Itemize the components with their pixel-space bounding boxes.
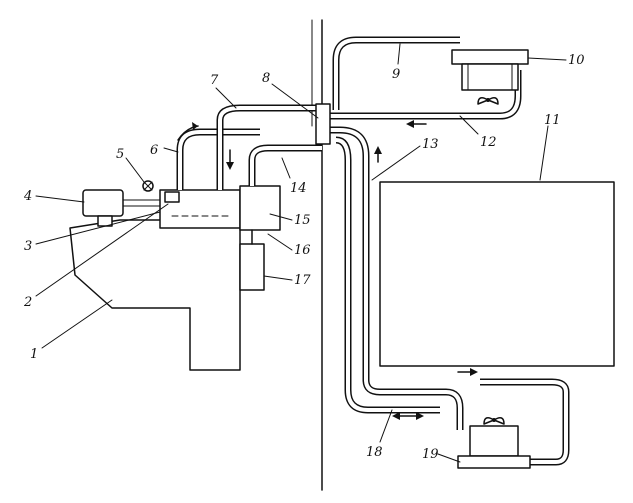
label-9: 9 xyxy=(392,67,400,82)
label-17: 17 xyxy=(294,273,311,288)
label-6: 6 xyxy=(150,143,158,158)
label-1: 1 xyxy=(30,347,38,362)
label-19: 19 xyxy=(422,447,439,462)
label-10: 10 xyxy=(568,53,585,68)
label-5: 5 xyxy=(116,147,124,162)
label-2: 2 xyxy=(23,295,32,310)
cooler-unit-10 xyxy=(451,49,529,105)
junction-block xyxy=(315,103,331,145)
label-13: 13 xyxy=(422,137,439,152)
label-3: 3 xyxy=(24,239,32,254)
flow-arrows xyxy=(177,120,478,420)
part-labels: 1 2 3 4 5 6 7 8 9 10 11 12 13 14 15 16 1… xyxy=(23,53,585,462)
label-18: 18 xyxy=(366,445,383,460)
machine-base xyxy=(69,219,241,371)
pipe-network xyxy=(176,36,570,466)
leader-lines xyxy=(35,43,567,463)
label-8: 8 xyxy=(262,71,270,86)
cooler-unit-19 xyxy=(457,417,531,469)
label-12: 12 xyxy=(480,135,497,150)
label-16: 16 xyxy=(294,243,311,258)
label-11: 11 xyxy=(544,113,561,128)
label-14: 14 xyxy=(290,181,307,196)
valve-symbol xyxy=(142,180,154,192)
oil-tank xyxy=(159,185,281,231)
label-4: 4 xyxy=(23,189,32,204)
motor-unit xyxy=(82,189,163,227)
label-15: 15 xyxy=(294,213,311,228)
label-7: 7 xyxy=(210,73,219,88)
pump-body xyxy=(239,229,265,291)
enclosure-11 xyxy=(379,181,615,367)
